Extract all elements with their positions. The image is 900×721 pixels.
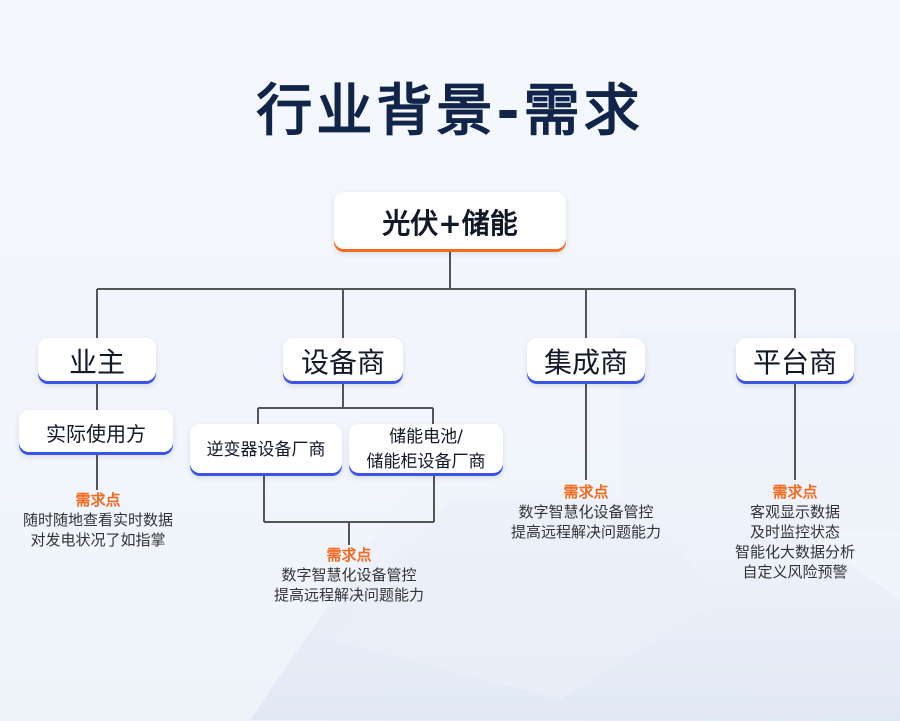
category-platform: 平台商 (736, 338, 854, 384)
need-equipment: 需求点 数字智慧化设备管控 提高远程解决问题能力 (249, 545, 449, 605)
category-label: 设备商 (300, 346, 385, 379)
page-title: 行业背景-需求 (256, 79, 644, 144)
need-owner: 需求点 随时随地查看实时数据 对发电状况了如指掌 (0, 490, 196, 550)
need-line: 智能化大数据分析 (734, 543, 855, 561)
inverter-manufacturer-node: 逆变器设备厂商 (190, 424, 342, 476)
need-title: 需求点 (563, 483, 609, 501)
category-label: 集成商 (543, 346, 628, 379)
owner-sub-label: 实际使用方 (46, 422, 146, 446)
category-equipment: 设备商 (283, 338, 403, 384)
root-node: 光伏+储能 (334, 192, 566, 252)
need-line: 及时监控状态 (749, 523, 840, 541)
need-line: 对发电状况了如指掌 (30, 531, 166, 549)
owner-sub-node: 实际使用方 (19, 410, 173, 455)
need-title: 需求点 (772, 483, 818, 501)
need-line: 客观显示数据 (749, 503, 840, 521)
need-line: 数字智慧化设备管控 (281, 566, 417, 584)
need-line: 提高远程解决问题能力 (510, 523, 661, 541)
battery-manufacturer-node: 储能电池/ 储能柜设备厂商 (349, 424, 503, 476)
need-line: 随时随地查看实时数据 (22, 511, 173, 529)
need-integrator: 需求点 数字智慧化设备管控 提高远程解决问题能力 (486, 482, 686, 542)
root-label: 光伏+储能 (382, 207, 518, 240)
need-title: 需求点 (75, 491, 121, 509)
need-title: 需求点 (326, 546, 372, 564)
need-line: 数字智慧化设备管控 (518, 503, 654, 521)
category-integrator: 集成商 (527, 338, 645, 384)
need-line: 提高远程解决问题能力 (273, 586, 424, 604)
category-label: 业主 (68, 346, 125, 379)
category-label: 平台商 (752, 346, 837, 379)
inverter-manufacturer-label: 逆变器设备厂商 (206, 439, 326, 460)
battery-manufacturer-line1: 储能电池/ (389, 427, 463, 447)
category-owner: 业主 (38, 338, 156, 384)
need-line: 自定义风险预警 (742, 563, 848, 581)
need-platform: 需求点 客观显示数据 及时监控状态 智能化大数据分析 自定义风险预警 (705, 482, 885, 582)
battery-manufacturer-line2: 储能柜设备厂商 (366, 452, 486, 472)
